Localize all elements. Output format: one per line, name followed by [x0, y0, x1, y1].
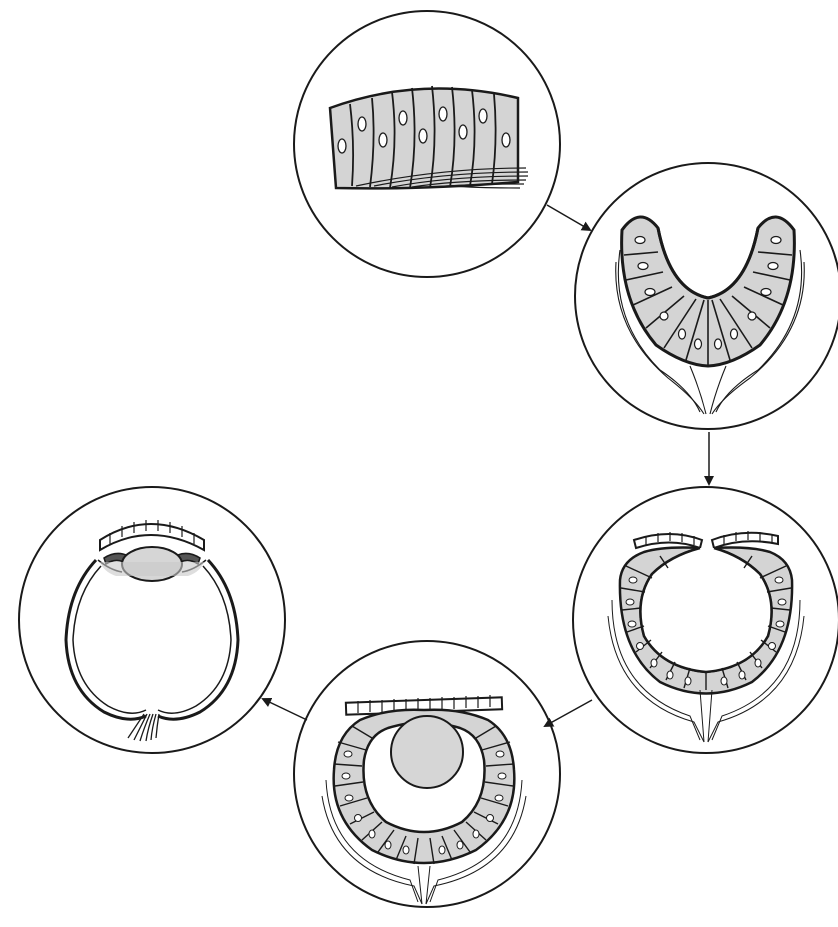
arrow-stage4-to-stage5 — [263, 699, 307, 720]
lens — [391, 716, 463, 788]
stage-eye-with-lens — [294, 641, 560, 907]
stage-epithelial-patch — [294, 11, 560, 277]
arrow-stage3-to-stage4 — [545, 700, 592, 726]
stage-complex-eye — [19, 487, 285, 753]
stage-cup-depression — [575, 163, 838, 429]
cell-layer-flat — [330, 86, 528, 188]
stage-frame — [575, 163, 838, 429]
stage-pinhole-chamber — [573, 487, 838, 753]
arrow-stage1-to-stage2 — [547, 205, 590, 230]
